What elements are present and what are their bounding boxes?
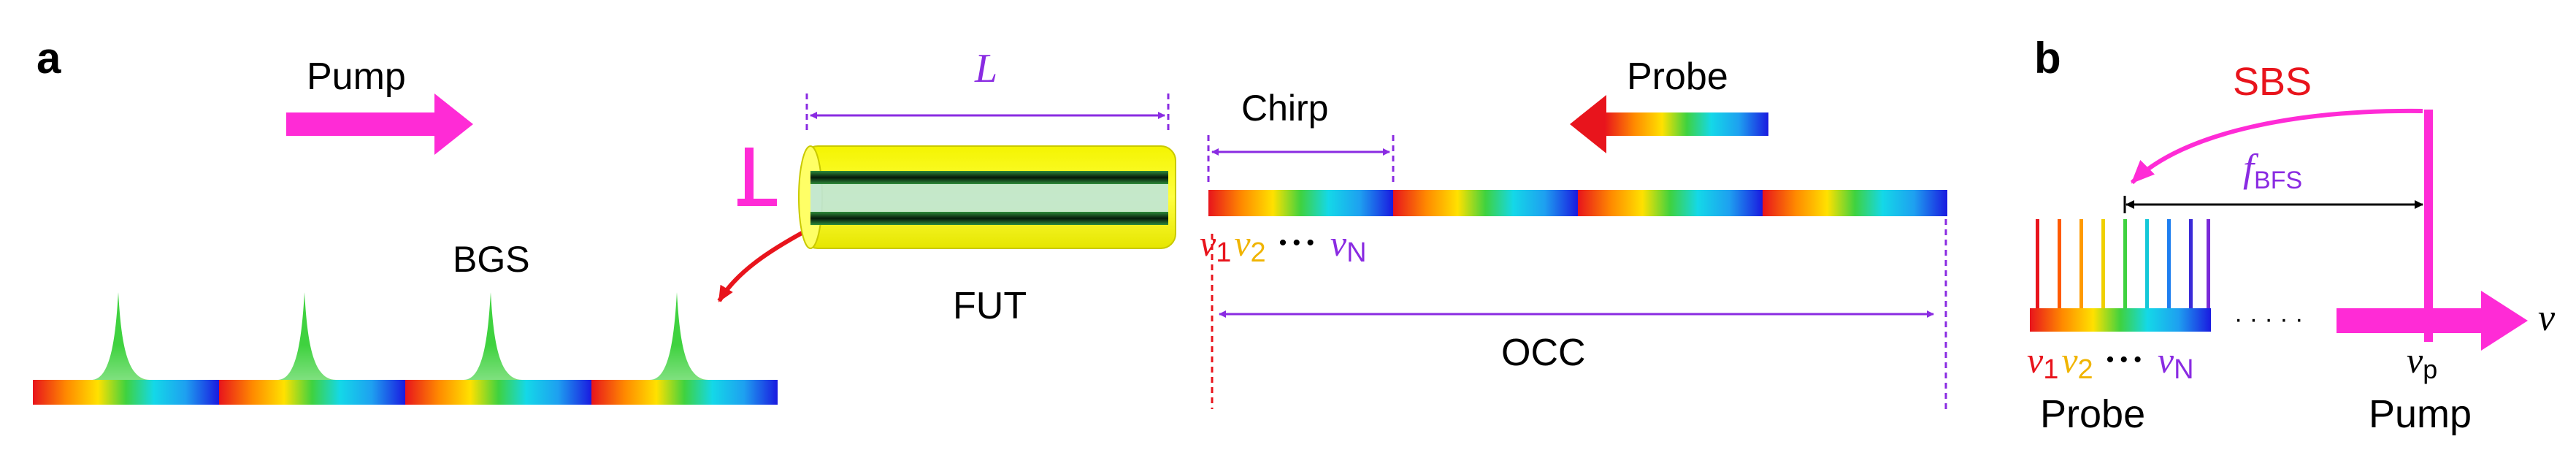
comb-line	[2036, 219, 2039, 308]
chirp-segment	[1208, 190, 1393, 216]
comb-line	[2123, 219, 2127, 308]
sbs-label: SBS	[2233, 60, 2312, 104]
frequency-axis-arrow	[2337, 291, 2528, 351]
pump-label: Pump	[307, 56, 406, 98]
chirp-label: Chirp	[1241, 88, 1328, 129]
nu-sequence-b: ν1ν2• • •νN	[2027, 340, 2194, 385]
bgs-segment	[33, 380, 219, 405]
fut-label: FUT	[953, 285, 1027, 327]
chirp-segment	[1393, 190, 1578, 216]
probe-label-b: Probe	[2040, 392, 2145, 436]
comb-line	[2079, 219, 2083, 308]
length-label: L	[974, 46, 997, 91]
bgs-spectrum	[33, 292, 778, 405]
fbfs-label: fBFS	[2243, 146, 2302, 194]
occ-probe-bar	[1208, 190, 1947, 216]
probe-comb	[2030, 219, 2211, 332]
chirp-segment	[1763, 190, 1947, 216]
bgs-peak	[464, 292, 522, 380]
left-arrow-icon	[1570, 95, 1768, 153]
comb-line	[2167, 219, 2171, 308]
gap-dots: · · · · ·	[2234, 305, 2303, 333]
pump-line	[2424, 110, 2433, 342]
panel-a-label: a	[37, 34, 61, 83]
comb-line	[2058, 219, 2061, 308]
backscatter-arrow	[717, 230, 805, 302]
bgs-peak	[650, 292, 708, 380]
occ-label: OCC	[1501, 332, 1586, 374]
comb-line	[2189, 219, 2193, 308]
bgs-label: BGS	[453, 239, 530, 280]
bgs-peak	[277, 292, 336, 380]
pump-label-b: Pump	[2369, 392, 2472, 436]
comb-line	[2207, 219, 2210, 308]
bgs-peak	[91, 292, 150, 380]
nu-sequence-a: ν1ν2• • •νN	[1200, 223, 1367, 268]
right-arrow-icon	[286, 93, 473, 155]
chirp-segment	[1578, 190, 1763, 216]
bgs-segment	[591, 380, 778, 405]
bgs-segment	[405, 380, 591, 405]
comb-line	[2145, 219, 2149, 308]
nu-pump-label: νp	[2407, 340, 2437, 384]
panel-b-label: b	[2034, 34, 2061, 83]
probe-comb-base	[2030, 308, 2211, 332]
bgs-segment	[219, 380, 405, 405]
comb-line	[2101, 219, 2105, 308]
probe-label: Probe	[1627, 56, 1728, 98]
fut-fiber	[798, 145, 1176, 249]
axis-nu-label: ν	[2538, 297, 2556, 339]
sbs-arrow	[2130, 108, 2423, 185]
mirror-icon	[737, 148, 777, 206]
